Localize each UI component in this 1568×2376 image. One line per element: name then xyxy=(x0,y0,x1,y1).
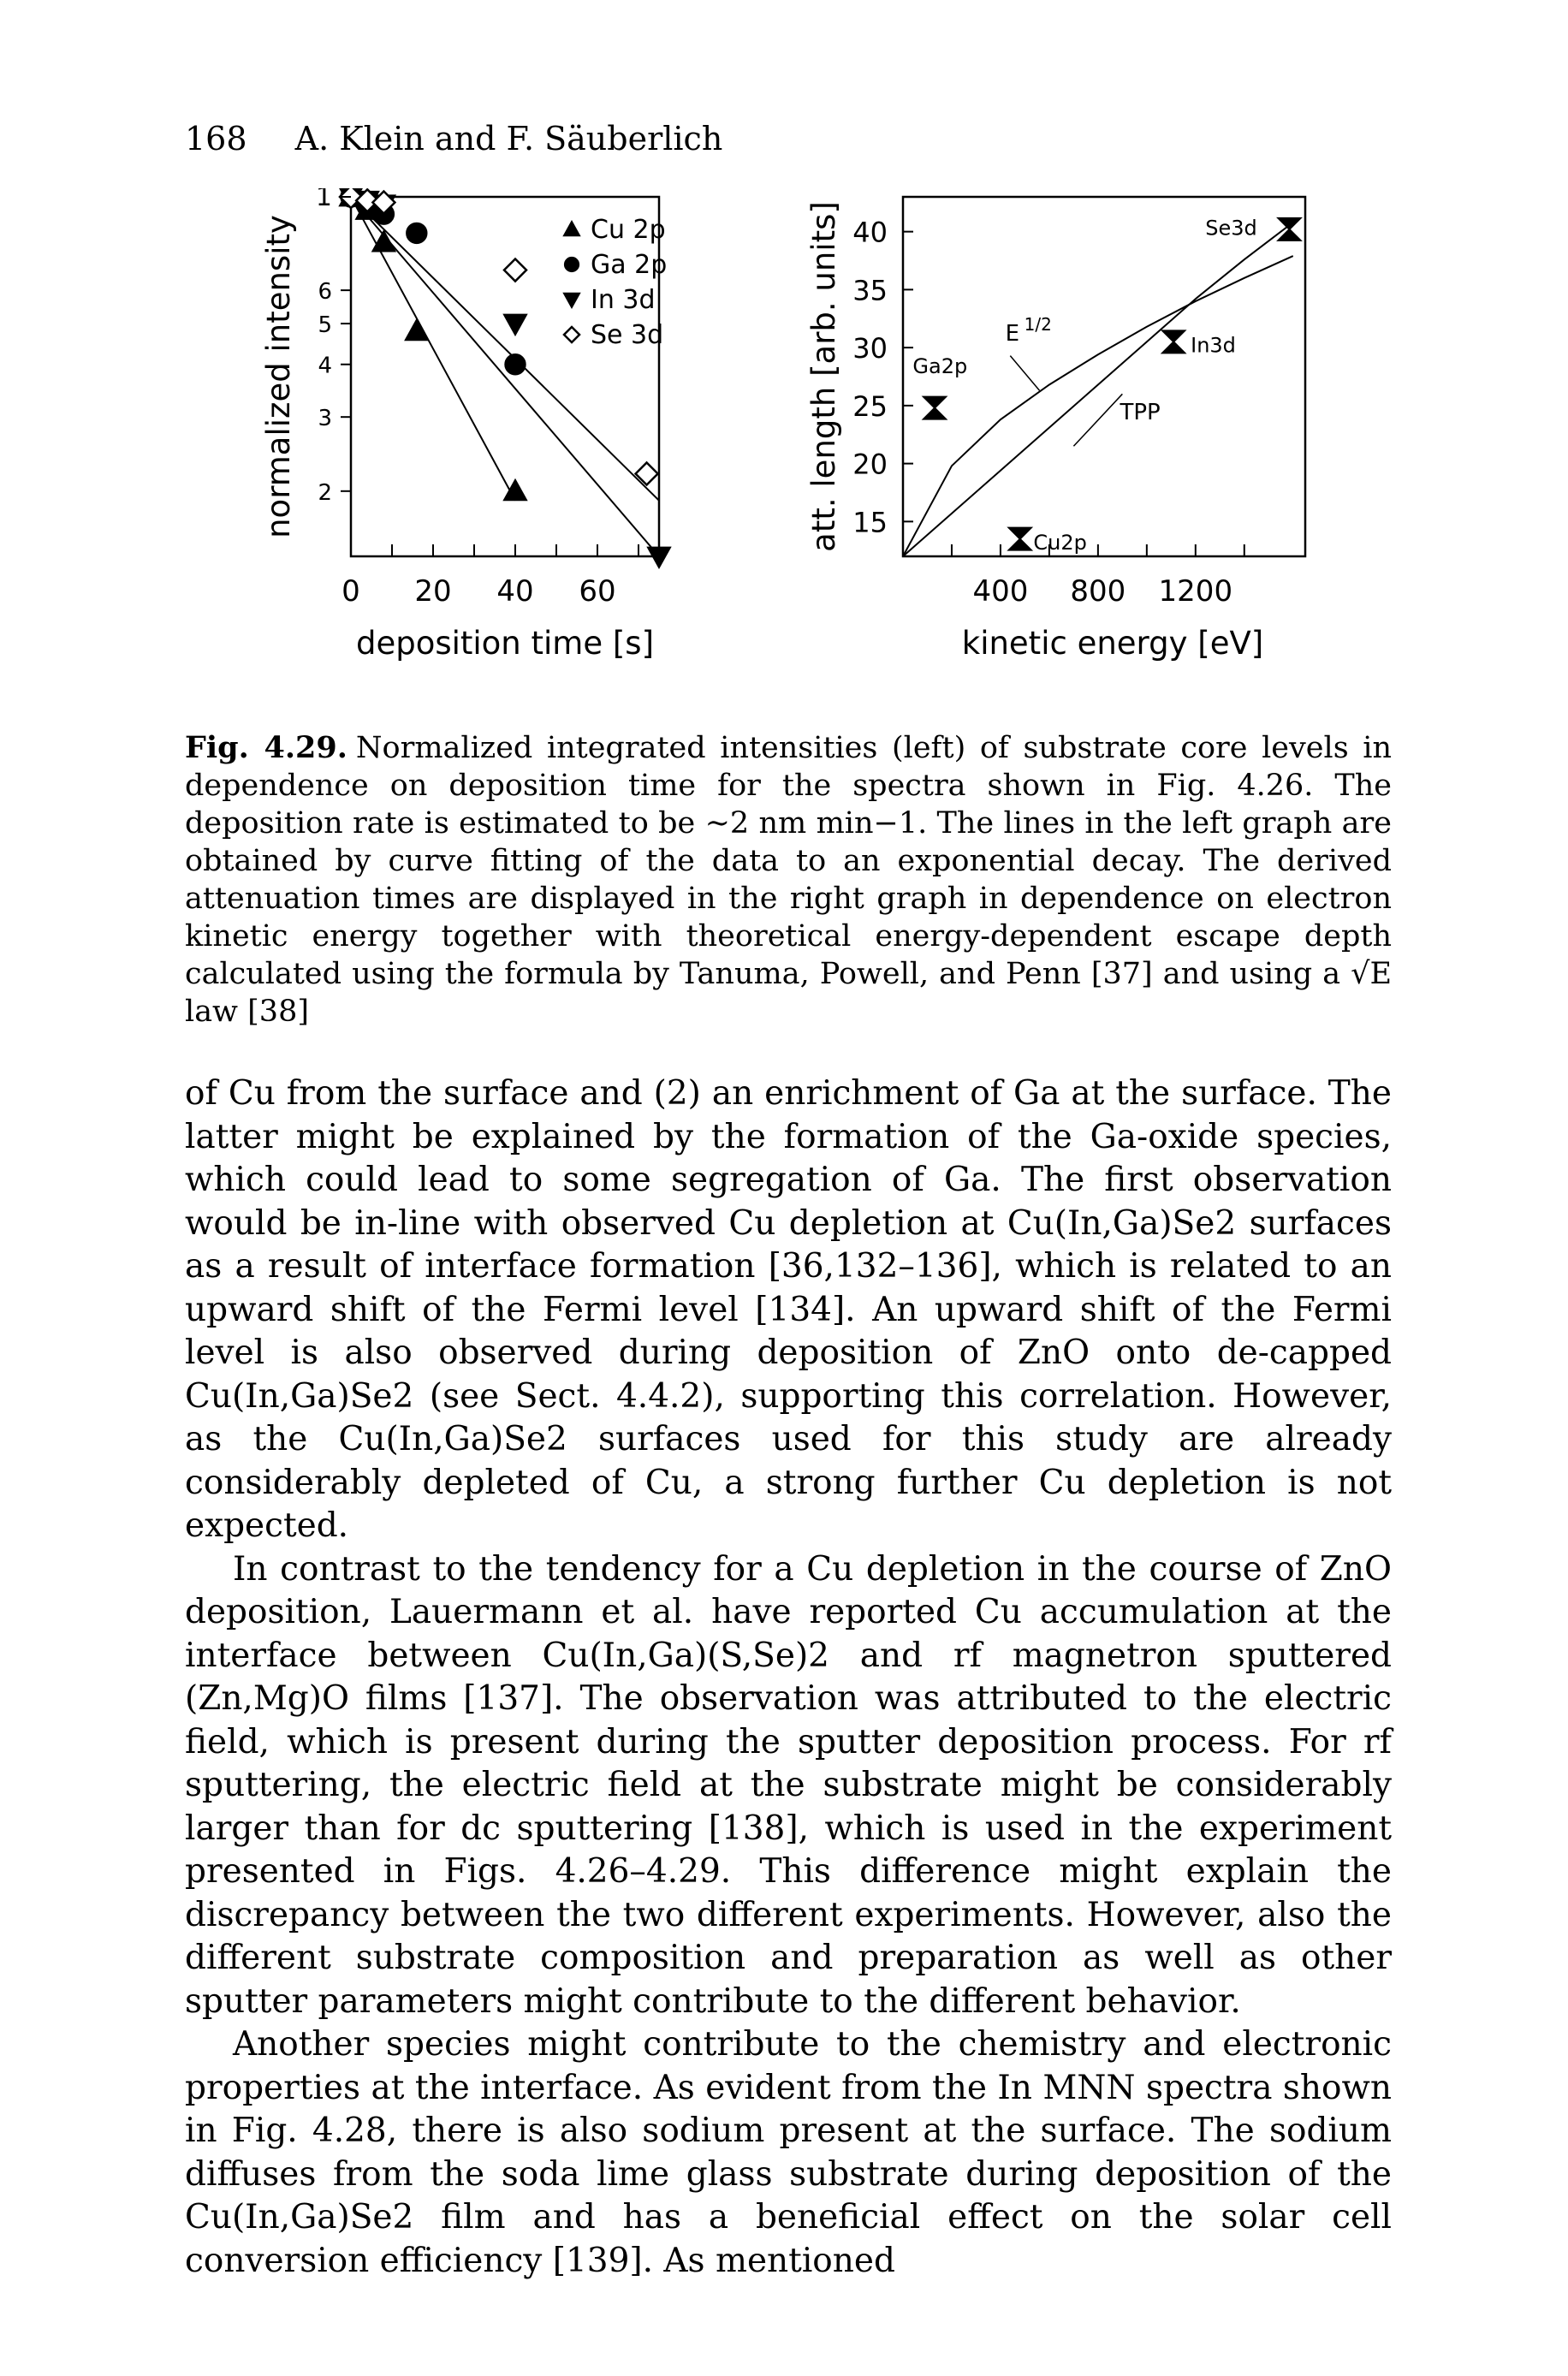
annotation-label: Cu2p xyxy=(1033,531,1086,555)
annotation-label: Se3d xyxy=(1205,217,1257,241)
y-tick-label: 15 xyxy=(852,506,888,538)
data-point xyxy=(404,318,430,342)
y-tick-label: 3 xyxy=(318,406,332,431)
legend-label: Se 3d xyxy=(591,320,663,350)
x-tick-label: 400 xyxy=(972,574,1028,609)
x-tick-label: 0 xyxy=(342,574,360,609)
x-tick-label: 1200 xyxy=(1159,574,1233,609)
page-number: 168 xyxy=(185,120,247,157)
legend-marker xyxy=(562,219,581,237)
fit-line xyxy=(350,196,660,502)
x-axis-label: kinetic energy [eV] xyxy=(962,625,1263,662)
legend-marker xyxy=(562,325,581,344)
caption-label: Fig. 4.29. xyxy=(185,730,347,765)
legend-marker xyxy=(562,292,581,310)
paragraph: of Cu from the surface and (2) an enrich… xyxy=(185,1074,1392,1545)
paragraph: Another species might contribute to the … xyxy=(185,2025,1392,2280)
body-text: of Cu from the surface and (2) an enrich… xyxy=(185,1072,1392,2283)
data-point xyxy=(371,189,397,216)
figure-caption: Fig. 4.29.Normalized integrated intensit… xyxy=(185,729,1392,1031)
data-point xyxy=(371,229,397,252)
y-tick-label: 4 xyxy=(318,353,332,379)
data-point xyxy=(1276,217,1303,241)
data-point xyxy=(338,188,364,210)
paragraph: In contrast to the tendency for a Cu dep… xyxy=(185,1549,1392,2021)
y-tick-label: 5 xyxy=(318,312,332,338)
x-tick-label: 60 xyxy=(579,574,615,609)
legend-marker xyxy=(563,256,580,273)
x-tick-label: 20 xyxy=(414,574,451,609)
data-point xyxy=(502,313,528,337)
running-authors: A. Klein and F. Säuberlich xyxy=(294,120,723,157)
data-point xyxy=(1007,526,1034,551)
annotation-label: TPP xyxy=(1120,400,1161,425)
y-tick-label: 1 xyxy=(316,188,332,212)
data-point xyxy=(1160,330,1187,354)
y-tick-label: 35 xyxy=(852,274,888,306)
data-point xyxy=(646,546,672,570)
data-point xyxy=(502,257,528,283)
data-point xyxy=(633,460,660,487)
y-tick-label: 40 xyxy=(852,217,888,249)
caption-text: Normalized integrated intensities (left)… xyxy=(185,731,1392,1029)
right-chart: 40 35 30 25 20 15 400 800 1200 kinetic energy [eV… xyxy=(805,195,1307,662)
legend-label: Cu 2p xyxy=(591,215,666,245)
y-tick-label: 6 xyxy=(318,279,332,305)
running-header: 168 A. Klein and F. Säuberlich xyxy=(185,120,760,157)
y-axis-label: normalized intensity xyxy=(260,215,297,538)
y-tick-label: 20 xyxy=(852,448,888,481)
annotation-leader xyxy=(1072,393,1123,447)
data-point xyxy=(921,395,948,420)
y-tick-label: 30 xyxy=(852,332,888,365)
annotation-label: Ga2p xyxy=(912,354,967,378)
data-point xyxy=(354,188,380,214)
y-axis-label: att. length [arb. units] xyxy=(805,201,842,552)
fit-line xyxy=(350,196,660,557)
y-tick-label: 2 xyxy=(318,480,332,506)
x-tick-label: 800 xyxy=(1070,574,1126,609)
annotation-label: In3d xyxy=(1191,334,1236,358)
data-point xyxy=(504,353,526,376)
annotation-label: E xyxy=(1006,321,1019,347)
legend-label: Ga 2p xyxy=(591,250,667,280)
plot-frame xyxy=(349,195,661,558)
y-tick-label: 25 xyxy=(852,390,888,423)
x-tick-label: 40 xyxy=(496,574,533,609)
data-point xyxy=(502,478,528,502)
plot-frame xyxy=(901,195,1307,558)
legend-label: In 3d xyxy=(591,285,656,315)
fit-line xyxy=(350,196,516,502)
data-point xyxy=(406,222,428,245)
x-axis-label: deposition time [s] xyxy=(356,625,654,662)
annotation-leader xyxy=(1009,355,1041,391)
curve-line xyxy=(902,222,1294,557)
annotation-label: 1/2 xyxy=(1025,314,1052,335)
curve-line xyxy=(902,255,1294,557)
